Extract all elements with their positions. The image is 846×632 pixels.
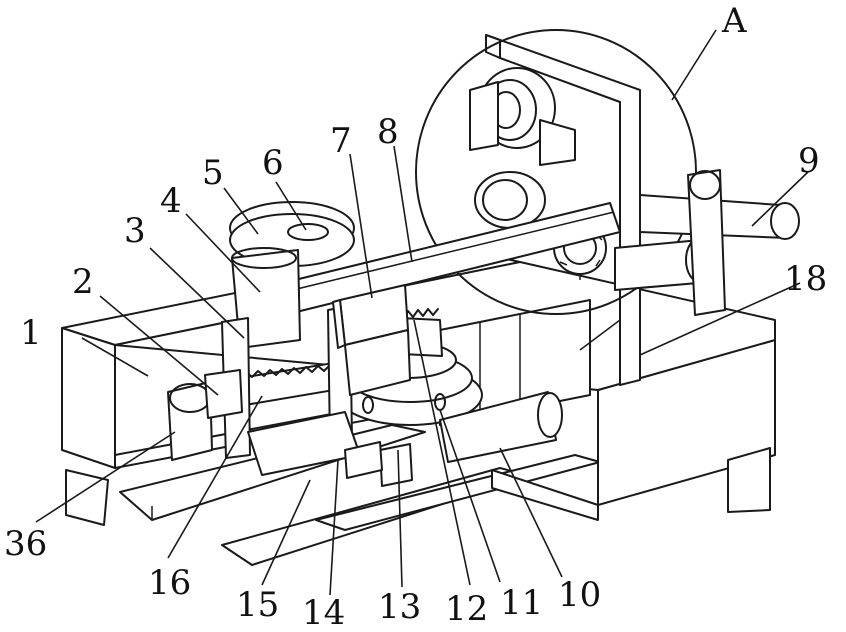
label-15: 15 <box>236 585 279 625</box>
label-1: 1 <box>20 313 42 353</box>
label-6: 6 <box>262 143 284 183</box>
label-16: 16 <box>148 563 191 603</box>
label-3: 3 <box>124 211 146 251</box>
label-11: 11 <box>500 583 543 623</box>
label-2: 2 <box>72 262 94 302</box>
upper-pulley <box>470 68 575 165</box>
label-14: 14 <box>302 593 345 632</box>
label-9: 9 <box>798 141 820 181</box>
label-12: 12 <box>445 589 488 629</box>
pipe-support-bracket <box>688 170 725 315</box>
label-7: 7 <box>330 121 352 161</box>
label-18: 18 <box>784 259 827 299</box>
label-5: 5 <box>202 153 224 193</box>
label-13: 13 <box>378 587 421 627</box>
label-a: A <box>721 1 747 41</box>
label-8: 8 <box>377 112 399 152</box>
label-4: 4 <box>160 181 182 221</box>
lower-pulley <box>475 172 545 228</box>
label-10: 10 <box>558 575 601 615</box>
label-36: 36 <box>4 524 47 564</box>
